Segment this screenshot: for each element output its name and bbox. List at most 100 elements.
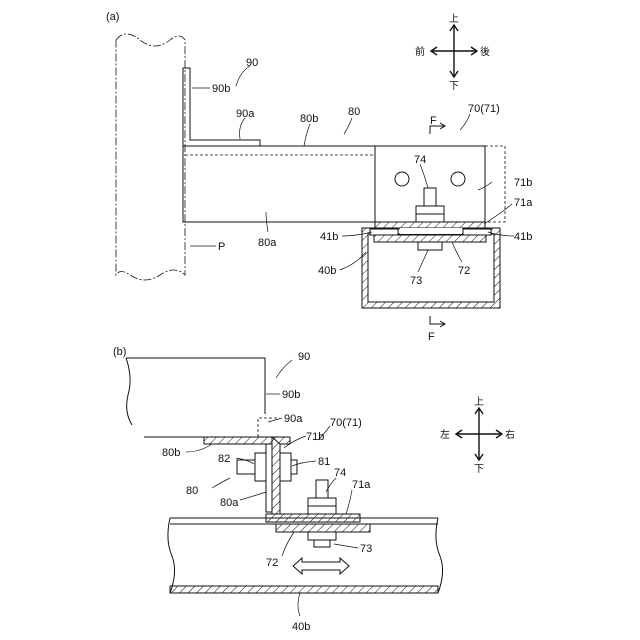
dir-up-a: 上 bbox=[449, 13, 459, 25]
leader-73 bbox=[418, 250, 428, 272]
arm-80b-flange bbox=[204, 437, 272, 444]
dir-right-b: 右 bbox=[505, 428, 515, 441]
direction-indicator-a: 上 下 前 後 bbox=[415, 13, 490, 92]
plate-72 bbox=[374, 235, 486, 242]
leader-70 bbox=[460, 114, 470, 130]
ref-a-80a: 80a bbox=[258, 237, 277, 249]
ref-b-71a: 71a bbox=[352, 479, 371, 491]
section-arrow-f-bottom bbox=[430, 316, 444, 324]
leader-90a bbox=[240, 118, 245, 139]
plate-71b-hidden-edge bbox=[485, 146, 505, 222]
ref-b-72: 72 bbox=[266, 557, 278, 569]
dir-left-b: 左 bbox=[440, 428, 450, 441]
leader-b-80b bbox=[186, 444, 212, 452]
bolt-74-nut2 bbox=[308, 506, 336, 514]
bolt-82-shaft bbox=[237, 460, 255, 474]
leader-b-90a bbox=[268, 418, 282, 422]
nut-81 bbox=[280, 453, 291, 481]
leader-b-71a bbox=[346, 490, 352, 514]
ref-b-80a: 80a bbox=[220, 497, 239, 509]
ref-b-71b: 71b bbox=[306, 431, 324, 443]
leader-80 bbox=[344, 118, 352, 134]
leader-b-81 bbox=[292, 461, 316, 466]
pillar-p-outline bbox=[116, 34, 185, 280]
ref-a-41b-left: 41b bbox=[320, 231, 338, 243]
bolt-81-tip bbox=[291, 460, 297, 474]
leader-80b bbox=[304, 124, 310, 146]
arm-80a bbox=[266, 444, 272, 512]
ref-b-90: 90 bbox=[298, 351, 310, 363]
bracket-90 bbox=[183, 68, 260, 146]
ref-a-p: P bbox=[218, 241, 225, 253]
rail-40b-lip-gap bbox=[400, 228, 462, 234]
ref-a-40b: 40b bbox=[318, 265, 336, 277]
plate-71b bbox=[272, 437, 280, 517]
ref-a-80: 80 bbox=[348, 106, 360, 118]
leader-72 bbox=[452, 242, 462, 262]
dir-down-b: 下 bbox=[474, 464, 484, 475]
bolt-82-head bbox=[255, 453, 266, 481]
bolt-hole-right bbox=[451, 172, 465, 186]
ref-a-70: 70(71) bbox=[468, 103, 500, 115]
rail-40b-bottom bbox=[170, 586, 438, 593]
figure-a-label: (a) bbox=[106, 11, 119, 23]
bolt-74-nut bbox=[308, 498, 336, 506]
leader-b-72 bbox=[282, 532, 294, 556]
ref-a-72: 72 bbox=[458, 265, 470, 277]
bolt-hole-left bbox=[395, 172, 409, 186]
ref-a-90a: 90a bbox=[236, 108, 255, 120]
ref-a-71b: 71b bbox=[514, 177, 532, 189]
rail-40b-break-left bbox=[168, 518, 175, 593]
nut-73-b bbox=[314, 540, 330, 547]
leader-b-73 bbox=[334, 544, 358, 548]
leader-74 bbox=[420, 164, 428, 188]
dir-back-a: 後 bbox=[480, 45, 490, 58]
leader-90 bbox=[236, 66, 250, 86]
ref-b-70: 70(71) bbox=[330, 417, 362, 429]
direction-indicator-b: 上 下 左 右 bbox=[440, 396, 515, 475]
flange-41b-right bbox=[463, 229, 491, 235]
slide-double-arrow bbox=[293, 558, 349, 574]
ref-b-90b: 90b bbox=[282, 389, 300, 401]
section-arrow-f-top bbox=[430, 126, 444, 134]
rail-40b-break-right bbox=[436, 518, 443, 593]
dir-up-b: 上 bbox=[474, 396, 484, 408]
leader-b-40b bbox=[298, 593, 300, 616]
figure-b-label: (b) bbox=[113, 346, 126, 358]
ref-a-90: 90 bbox=[246, 57, 258, 69]
arm-80 bbox=[183, 146, 375, 222]
flange-41b-left bbox=[370, 229, 398, 235]
figure-a: (a) bbox=[106, 11, 533, 343]
leader-b-80a bbox=[240, 492, 266, 500]
leader-71a bbox=[484, 204, 512, 224]
ref-b-80b: 80b bbox=[162, 447, 180, 459]
nut-73 bbox=[308, 532, 336, 540]
ref-b-90a: 90a bbox=[284, 413, 303, 425]
bracket-90-break bbox=[126, 358, 132, 425]
bracket-90a-hidden bbox=[258, 418, 278, 437]
figure-b: (b) bbox=[113, 346, 515, 633]
bolt-74-shaft bbox=[316, 480, 328, 498]
ref-a-41b-right: 41b bbox=[514, 231, 532, 243]
ref-b-82: 82 bbox=[218, 453, 230, 465]
bolt-74-nut2 bbox=[416, 214, 444, 222]
dir-down-a: 下 bbox=[449, 81, 459, 92]
leader-b-82 bbox=[236, 458, 254, 464]
ref-b-40b: 40b bbox=[292, 621, 310, 633]
ref-a-90b: 90b bbox=[212, 83, 230, 95]
bolt-74-nut bbox=[416, 206, 444, 214]
ref-a-73: 73 bbox=[410, 275, 422, 287]
ref-a-71a: 71a bbox=[514, 197, 533, 209]
ref-a-80b: 80b bbox=[300, 113, 318, 125]
bolt-74-shaft bbox=[424, 188, 436, 206]
ref-b-81: 81 bbox=[318, 456, 330, 468]
leader-b-90 bbox=[276, 360, 292, 378]
bracket-90-body bbox=[126, 358, 265, 414]
ref-a-74: 74 bbox=[414, 154, 426, 166]
ref-a-f-bottom: F bbox=[428, 331, 435, 343]
plate-71b bbox=[375, 146, 485, 222]
nut-73 bbox=[418, 242, 442, 250]
ref-b-74: 74 bbox=[334, 467, 346, 479]
ref-b-73: 73 bbox=[360, 543, 372, 555]
